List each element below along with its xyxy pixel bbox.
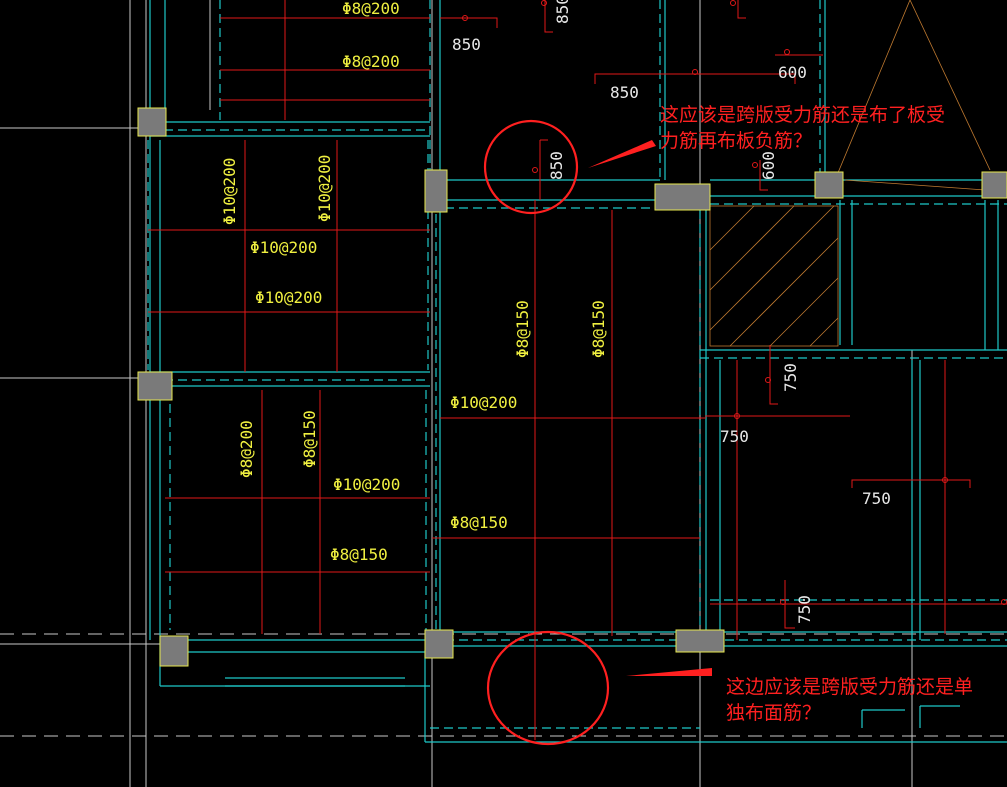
beam-outlines bbox=[147, 0, 1007, 743]
dim-750-c: 750 bbox=[862, 489, 891, 508]
label-phi10-200-a: Φ10@200 bbox=[250, 238, 317, 257]
columns bbox=[137, 107, 1007, 667]
question-note-top: 这应该是跨版受力筋还是布了板受 力筋再布板负筋？ bbox=[660, 104, 946, 152]
highlight-circle-top bbox=[483, 119, 579, 215]
label-phi10-200-v2: Φ10@200 bbox=[315, 155, 334, 222]
rebar-lines bbox=[148, 0, 1007, 740]
hatched-area bbox=[709, 0, 991, 347]
dim-750-d: 750 bbox=[795, 595, 814, 624]
annotations bbox=[483, 119, 712, 746]
label-phi10-200-c: Φ10@200 bbox=[450, 393, 517, 412]
label-phi8-150-v2: Φ8@150 bbox=[513, 300, 532, 358]
label-phi10-200-v1: Φ10@200 bbox=[220, 158, 239, 225]
dim-850-b: 850 bbox=[610, 83, 639, 102]
label-phi8-150-v3: Φ8@150 bbox=[589, 300, 608, 358]
dim-600-b: 600 bbox=[759, 151, 778, 180]
label-phi8-200: Φ8@200 bbox=[342, 52, 400, 71]
question-note-bottom: 这边应该是跨版受力筋还是单 独布面筋？ bbox=[726, 676, 974, 724]
label-phi8-200-top: Φ8@200 bbox=[342, 0, 400, 18]
rebar-markers bbox=[462, 0, 1007, 605]
label-phi10-200-d: Φ10@200 bbox=[333, 475, 400, 494]
arrow-bottom bbox=[626, 668, 712, 676]
dim-850-c: 850 bbox=[553, 0, 572, 24]
label-phi8-150-b: Φ8@150 bbox=[330, 545, 388, 564]
label-phi8-150-v1: Φ8@150 bbox=[300, 410, 319, 468]
dim-750-a: 750 bbox=[781, 363, 800, 392]
dim-850-a: 850 bbox=[452, 35, 481, 54]
dim-850-d: 850 bbox=[547, 151, 566, 180]
dim-600-a: 600 bbox=[778, 63, 807, 82]
label-phi8-200-v: Φ8@200 bbox=[237, 420, 256, 478]
arrow-top bbox=[588, 140, 656, 168]
rebar-labels: Φ8@200 Φ8@200 Φ10@200 Φ10@200 Φ10@200 Φ1… bbox=[220, 0, 608, 564]
label-phi10-200-b: Φ10@200 bbox=[255, 288, 322, 307]
dimension-labels: 850 850 850 850 600 600 750 750 750 750 bbox=[452, 0, 891, 624]
highlight-circle-bottom bbox=[486, 630, 610, 746]
dim-750-b: 750 bbox=[720, 427, 749, 446]
label-phi8-150-a: Φ8@150 bbox=[450, 513, 508, 532]
